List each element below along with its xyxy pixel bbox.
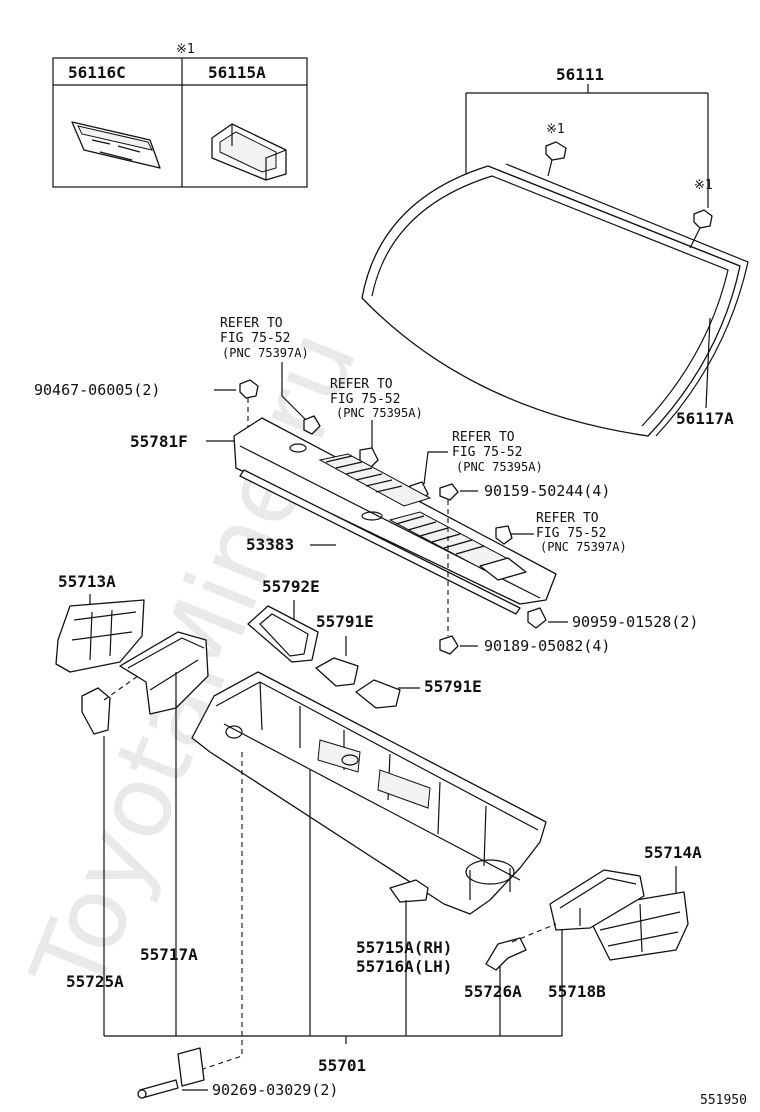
refer-note-1[interactable]: REFER TO FIG 75-52 (PNC 75397A) xyxy=(220,316,321,435)
label-55716A-LH[interactable]: 55716A(LH) xyxy=(356,957,452,976)
inset-table: ※1 56116C 56115A xyxy=(52,42,308,188)
label-55725A[interactable]: 55725A xyxy=(66,972,124,991)
label-90189-05082[interactable]: 90189-05082(4) xyxy=(484,637,610,655)
clip-right-icon xyxy=(693,209,713,229)
label-90269-03029[interactable]: 90269-03029(2) xyxy=(212,1081,338,1099)
svg-text:(PNC 75397A): (PNC 75397A) xyxy=(222,346,309,360)
label-55792E[interactable]: 55792E xyxy=(262,577,320,596)
clip-75397a-icon xyxy=(303,415,321,435)
plate-icon xyxy=(177,1047,205,1087)
label-55791E-b[interactable]: 55791E xyxy=(424,677,482,696)
cover-55791e-b[interactable] xyxy=(355,679,401,709)
refer-note-2[interactable]: REFER TO FIG 75-52 (PNC 75395A) xyxy=(330,377,423,469)
label-55726A[interactable]: 55726A xyxy=(464,982,522,1001)
panel-55713a[interactable] xyxy=(55,599,145,673)
label-56111[interactable]: 56111 xyxy=(556,65,604,84)
clip-left-icon xyxy=(545,141,567,161)
clip-75397a-icon-2 xyxy=(495,525,513,545)
svg-text:FIG 75-52: FIG 75-52 xyxy=(452,445,522,460)
svg-text:FIG 75-52: FIG 75-52 xyxy=(220,331,290,346)
label-55718B[interactable]: 55718B xyxy=(548,982,606,1001)
inset-note-marker: ※1 xyxy=(176,42,195,57)
cowl-panel-55701[interactable] xyxy=(191,671,547,915)
svg-text:REFER TO: REFER TO xyxy=(536,511,599,526)
label-55717A[interactable]: 55717A xyxy=(140,945,198,964)
nut-clip-icon xyxy=(527,607,547,629)
inset-col-56116C[interactable]: 56116C xyxy=(68,63,126,82)
windshield-group: 56111 ※1 ※1 56117A xyxy=(361,65,749,437)
screw-icon xyxy=(239,379,259,399)
label-55713A[interactable]: 55713A xyxy=(58,572,116,591)
bracket-55726a[interactable] xyxy=(485,937,527,971)
label-53383[interactable]: 53383 xyxy=(246,535,294,554)
svg-text:(PNC 75395A): (PNC 75395A) xyxy=(336,406,423,420)
brace-55717a[interactable] xyxy=(119,631,209,715)
bracket-55725a[interactable] xyxy=(81,687,111,735)
svg-text:REFER TO: REFER TO xyxy=(220,316,283,331)
svg-text:REFER TO: REFER TO xyxy=(330,377,393,392)
marker-right-windshield: ※1 xyxy=(694,178,713,193)
label-55791E-a[interactable]: 55791E xyxy=(316,612,374,631)
label-55715A-RH[interactable]: 55715A(RH) xyxy=(356,938,452,957)
cover-55791e-a[interactable] xyxy=(315,657,359,687)
clip-90189-icon xyxy=(439,635,459,655)
label-90959-01528[interactable]: 90959-01528(2) xyxy=(572,613,698,631)
marker-left-windshield: ※1 xyxy=(546,122,565,137)
refer-note-4[interactable]: REFER TO FIG 75-52 (PNC 75397A) xyxy=(495,511,627,554)
label-90159-50244[interactable]: 90159-50244(4) xyxy=(484,482,610,500)
windshield-glass[interactable] xyxy=(361,165,741,437)
svg-text:FIG 75-52: FIG 75-52 xyxy=(330,392,400,407)
svg-text:(PNC 75397A): (PNC 75397A) xyxy=(540,540,627,554)
part-56115a-illustration xyxy=(211,123,287,181)
label-90467-06005[interactable]: 90467-06005(2) xyxy=(34,381,160,399)
weatherstrip-53383[interactable] xyxy=(239,469,521,615)
figure-number: 551950 xyxy=(700,1093,747,1108)
label-55781F[interactable]: 55781F xyxy=(130,432,188,451)
svg-text:REFER TO: REFER TO xyxy=(452,430,515,445)
bracket-55718b[interactable] xyxy=(549,869,645,931)
inset-col-56115A[interactable]: 56115A xyxy=(208,63,266,82)
refer-note-3[interactable]: REFER TO FIG 75-52 (PNC 75395A) xyxy=(409,430,543,503)
label-56117A[interactable]: 56117A xyxy=(676,409,734,428)
cowl-louver[interactable] xyxy=(233,417,557,605)
bracket-55715a-55716a[interactable] xyxy=(389,879,429,903)
label-55701[interactable]: 55701 xyxy=(318,1056,366,1075)
part-56116c-illustration xyxy=(71,121,161,169)
svg-text:(PNC 75395A): (PNC 75395A) xyxy=(456,460,543,474)
svg-text:FIG 75-52: FIG 75-52 xyxy=(536,526,606,541)
bolt-icon xyxy=(439,483,459,501)
label-55714A[interactable]: 55714A xyxy=(644,843,702,862)
